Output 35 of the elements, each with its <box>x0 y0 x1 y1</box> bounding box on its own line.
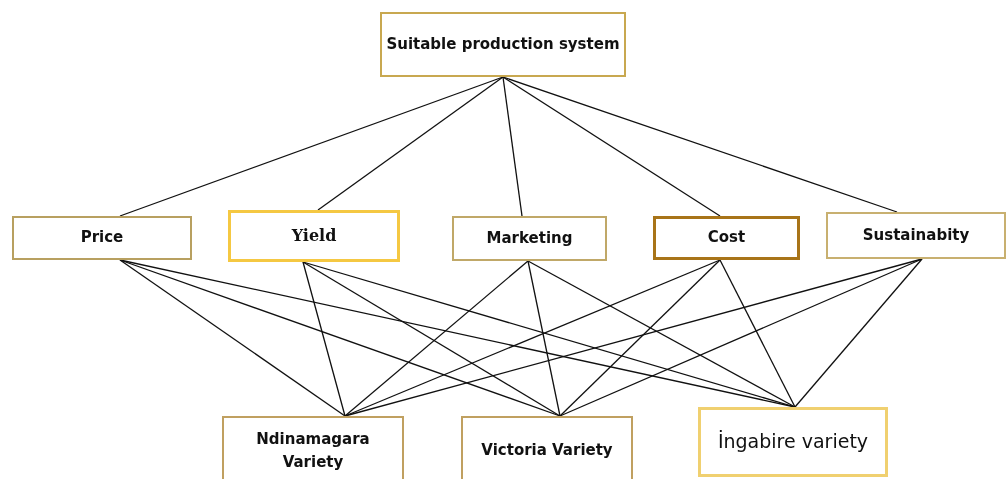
box-label: Cost <box>707 227 746 249</box>
box-label: Marketing <box>486 227 573 249</box>
text-box <box>228 210 400 262</box>
text-box <box>653 216 800 260</box>
text-box <box>222 416 404 479</box>
text-box <box>12 216 192 260</box>
connector-line <box>344 260 529 417</box>
connector-line <box>559 259 721 417</box>
connector-line <box>317 76 504 211</box>
text-box <box>461 416 633 479</box>
text-box <box>698 407 888 477</box>
connector-line <box>302 261 346 417</box>
box-label: Victoria Variety <box>481 440 613 462</box>
connector-line <box>527 260 561 417</box>
connector-line <box>119 76 504 217</box>
box-label: Suitable production system <box>386 33 620 55</box>
box-label: Yield <box>291 224 337 247</box>
connector-line <box>119 259 561 417</box>
text-box <box>826 212 1006 259</box>
connector-line <box>502 76 523 217</box>
text-box <box>380 12 626 77</box>
connector-line <box>302 261 561 417</box>
box-label: İngabire variety <box>717 429 869 455</box>
connector-line <box>527 260 796 408</box>
box-label: Ndinamagara Variety <box>255 428 371 473</box>
connector-line <box>794 258 923 408</box>
connector-line <box>344 259 721 417</box>
connector-line <box>719 259 796 408</box>
text-box <box>452 216 607 261</box>
box-label: Sustainabity <box>862 224 970 246</box>
connector-line <box>502 76 898 213</box>
box-label: Price <box>80 227 124 249</box>
connector-line <box>502 76 721 217</box>
connector-line <box>559 258 923 417</box>
connector-line <box>119 259 346 417</box>
